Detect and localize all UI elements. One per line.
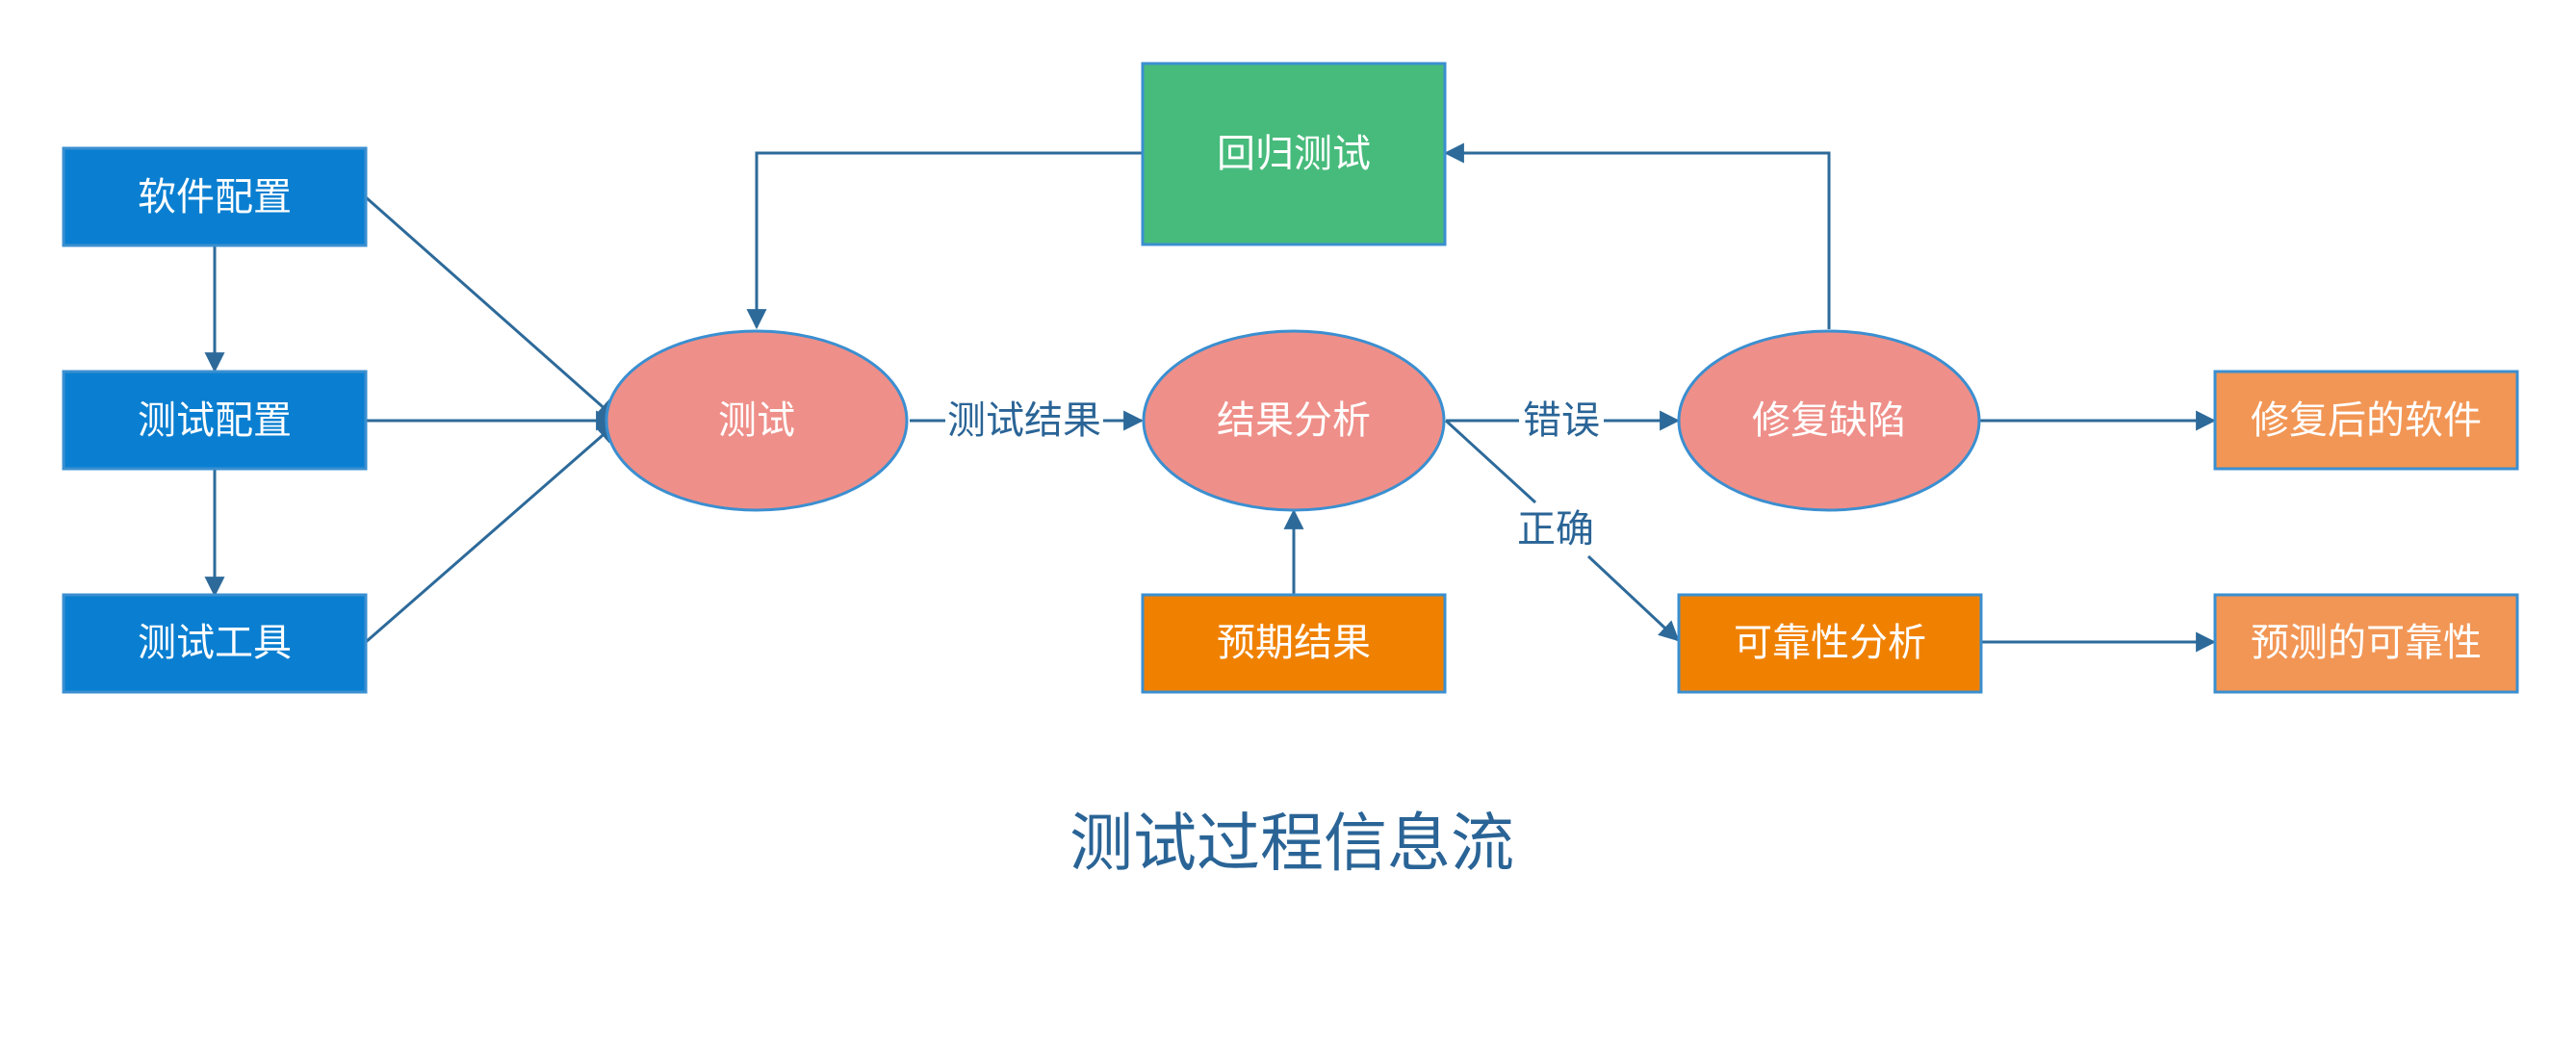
- node-software-config-label: 软件配置: [138, 175, 292, 219]
- edge-label-test-results: 测试结果: [947, 398, 1101, 443]
- edge-result-analysis-to-reliability-b: [1586, 554, 1680, 642]
- edge-label-error: 错误: [1523, 398, 1600, 443]
- edge-test-tools-to-test: [365, 422, 618, 644]
- node-test-config-label: 测试配置: [138, 398, 292, 443]
- node-test-label: 测试: [718, 398, 795, 443]
- node-fix-defect: 修复缺陷: [1677, 329, 1981, 512]
- edge-software-config-to-test: [365, 195, 618, 421]
- node-test-config: 测试配置: [62, 370, 368, 471]
- node-predicted-reliability-label: 预测的可靠性: [2251, 621, 2482, 665]
- edge-fix-defect-to-regression-test: [1443, 142, 1831, 329]
- node-result-analysis: 结果分析: [1142, 329, 1446, 512]
- node-result-analysis-label: 结果分析: [1217, 398, 1371, 443]
- edge-result-analysis-to-reliability-a: [1444, 419, 1537, 504]
- node-test-tools: 测试工具: [62, 593, 368, 694]
- diagram-caption: 测试过程信息流: [1069, 807, 1514, 881]
- node-fixed-software: 修复后的软件: [2213, 370, 2519, 471]
- node-test: 测试: [605, 329, 909, 512]
- node-fix-defect-label: 修复缺陷: [1752, 398, 1906, 443]
- node-regression-test-label: 回归测试: [1217, 132, 1371, 176]
- node-predicted-reliability: 预测的可靠性: [2213, 593, 2519, 694]
- node-test-tools-label: 测试工具: [138, 621, 292, 665]
- edge-regression-test-to-test: [746, 151, 1142, 330]
- node-expected-result: 预期结果: [1141, 593, 1447, 694]
- node-reliability-analysis: 可靠性分析: [1677, 593, 1983, 694]
- edges: [204, 142, 2217, 653]
- node-expected-result-label: 预期结果: [1217, 621, 1371, 665]
- node-software-config: 软件配置: [62, 146, 368, 247]
- node-regression-test: 回归测试: [1141, 62, 1447, 246]
- node-reliability-analysis-label: 可靠性分析: [1734, 621, 1926, 665]
- edge-label-correct: 正确: [1517, 507, 1594, 552]
- node-fixed-software-label: 修复后的软件: [2251, 398, 2482, 443]
